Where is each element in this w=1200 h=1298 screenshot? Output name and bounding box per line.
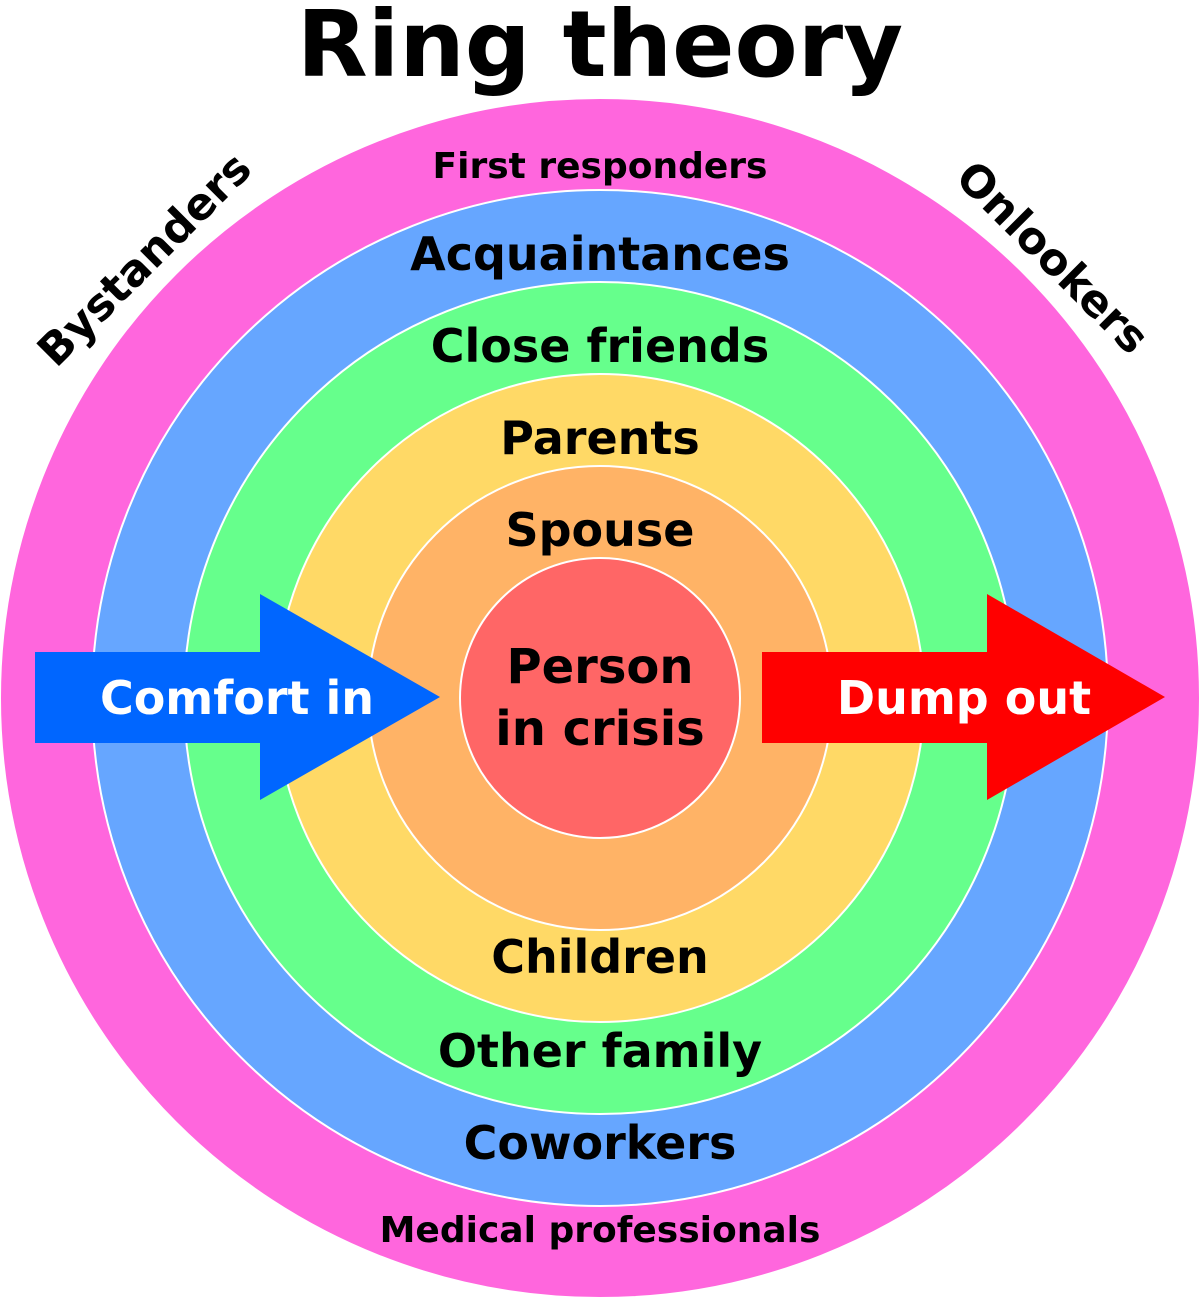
label-first-responders: First responders [433,146,768,187]
label-in-crisis: in crisis [495,701,705,757]
label-person: Person [506,639,693,695]
label-spouse: Spouse [506,503,695,557]
person-in-crisis-circle [459,557,741,839]
label-medical-professionals: Medical professionals [380,1210,821,1251]
label-comfort-in: Comfort in [100,671,374,725]
label-parents: Parents [500,411,700,465]
label-other-family: Other family [438,1024,762,1078]
comfort-in-arrow [35,594,440,800]
label-coworkers: Coworkers [464,1116,737,1170]
label-close-friends: Close friends [431,319,769,373]
label-acquaintances: Acquaintances [410,227,790,281]
diagram-title: Ring theory [297,0,903,98]
dump-out-arrow [762,594,1165,800]
label-children: Children [491,930,709,984]
label-dump-out: Dump out [837,671,1091,725]
